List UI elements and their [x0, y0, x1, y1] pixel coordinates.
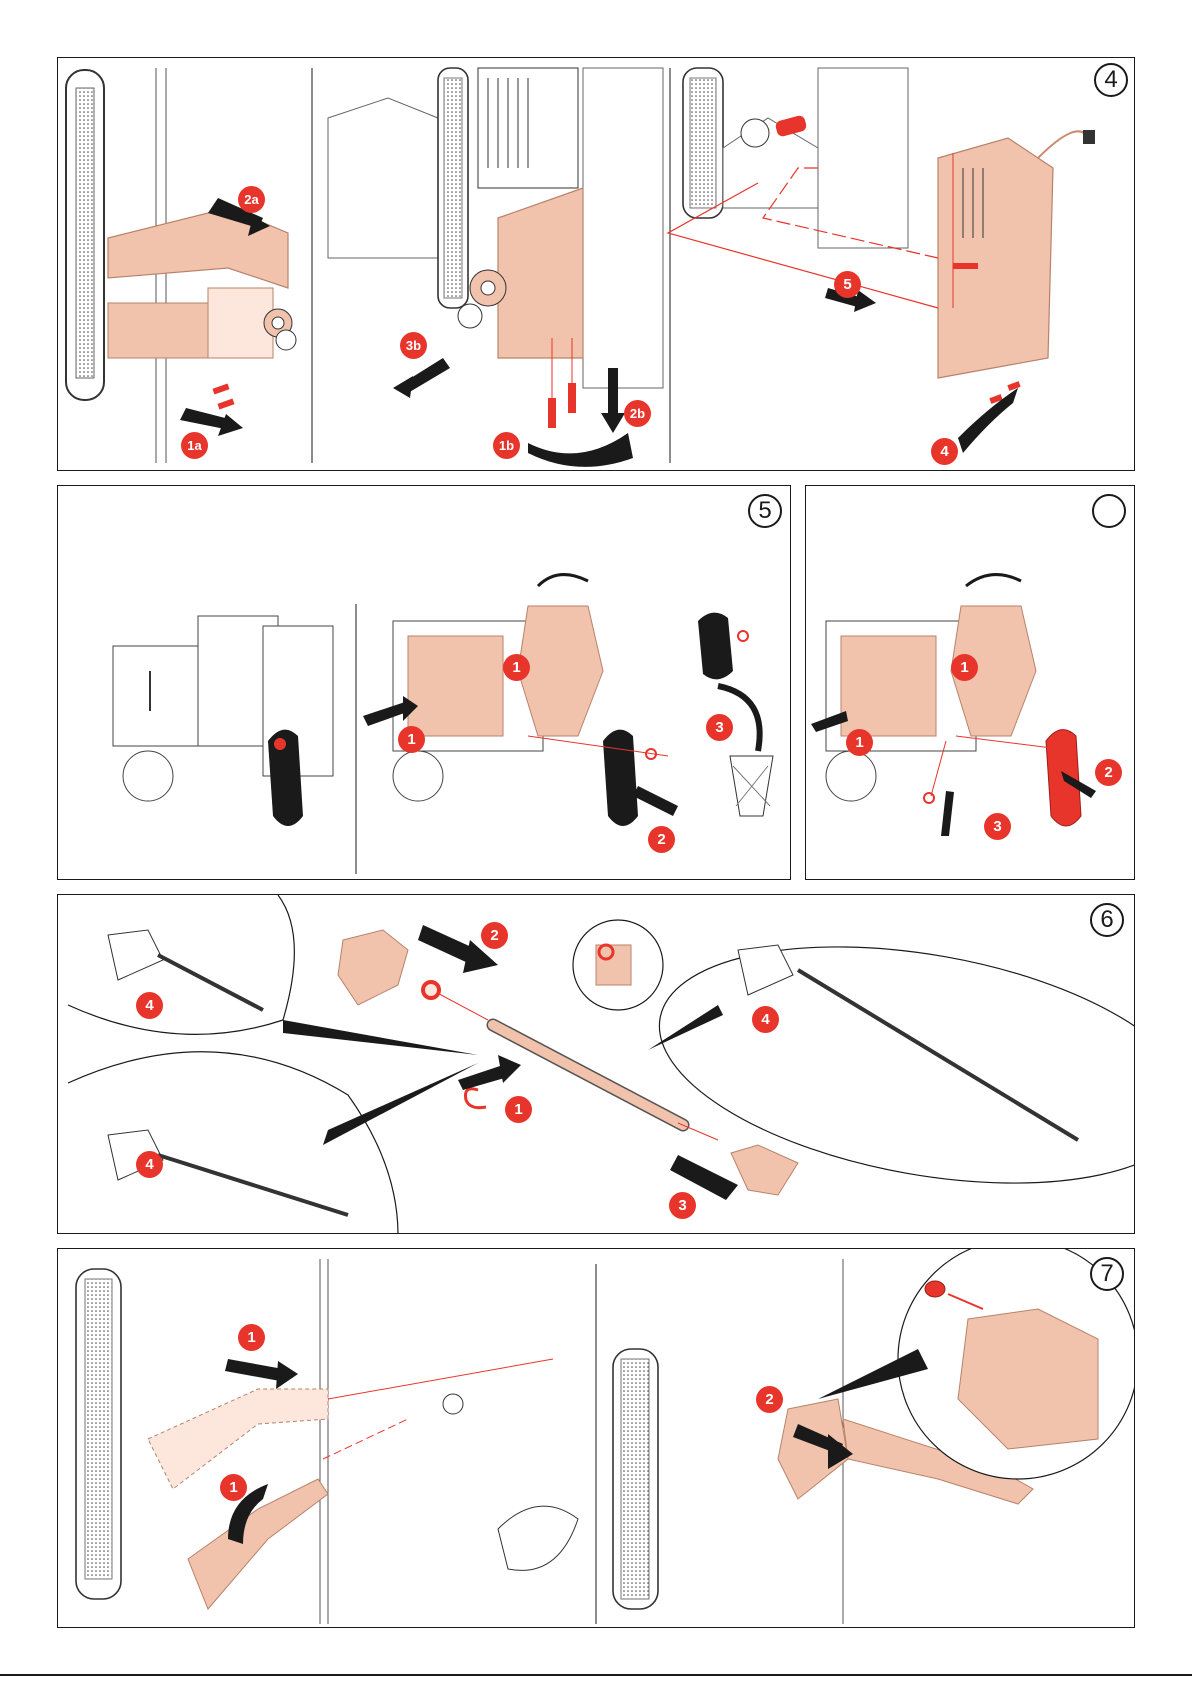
callout-3: 3 — [706, 714, 733, 741]
illustration-step-4 — [58, 58, 1135, 471]
panel-step-4: 4 2a 1a 3b 2b 1b 5 4 — [57, 57, 1135, 471]
callout-4: 4 — [931, 438, 958, 465]
callout-1-bottom: 1 — [220, 1474, 247, 1501]
callout-4-bottom-left: 4 — [136, 1151, 163, 1178]
step-number-5: 5 — [748, 494, 782, 528]
callout-1: 1 — [505, 1096, 532, 1123]
callout-3: 3 — [669, 1192, 696, 1219]
step-number-6: 6 — [1090, 903, 1124, 937]
panel-step-5b: 1 1 2 3 — [805, 485, 1135, 880]
callout-3b: 3b — [400, 332, 427, 359]
callout-1-top: 1 — [503, 654, 530, 681]
illustration-step-5 — [58, 486, 791, 880]
callout-4-right: 4 — [752, 1006, 779, 1033]
callout-1-left: 1 — [398, 726, 425, 753]
panel-step-5: 5 1 1 3 2 — [57, 485, 791, 880]
page-bottom-rule — [0, 1674, 1192, 1676]
callout-1-top: 1 — [951, 654, 978, 681]
panel-step-6: 6 2 1 3 4 4 4 — [57, 894, 1135, 1234]
callout-2b: 2b — [624, 400, 651, 427]
step-number-7: 7 — [1090, 1257, 1124, 1291]
callout-5: 5 — [834, 271, 861, 298]
step-number-blank — [1092, 494, 1126, 528]
illustration-step-7 — [58, 1249, 1135, 1628]
illustration-step-5b — [806, 486, 1135, 880]
callout-1a: 1a — [181, 432, 208, 459]
step-number-4: 4 — [1094, 63, 1128, 97]
callout-2: 2 — [648, 826, 675, 853]
illustration-step-6 — [58, 895, 1135, 1234]
callout-3: 3 — [984, 813, 1011, 840]
callout-1-left: 1 — [846, 729, 873, 756]
callout-4-top-left: 4 — [136, 992, 163, 1019]
callout-2: 2 — [756, 1386, 783, 1413]
panel-step-7: 7 1 1 2 — [57, 1248, 1135, 1628]
callout-2: 2 — [1095, 759, 1122, 786]
callout-2: 2 — [481, 922, 508, 949]
callout-1-top: 1 — [238, 1324, 265, 1351]
callout-1b: 1b — [493, 432, 520, 459]
callout-2a: 2a — [238, 186, 265, 213]
